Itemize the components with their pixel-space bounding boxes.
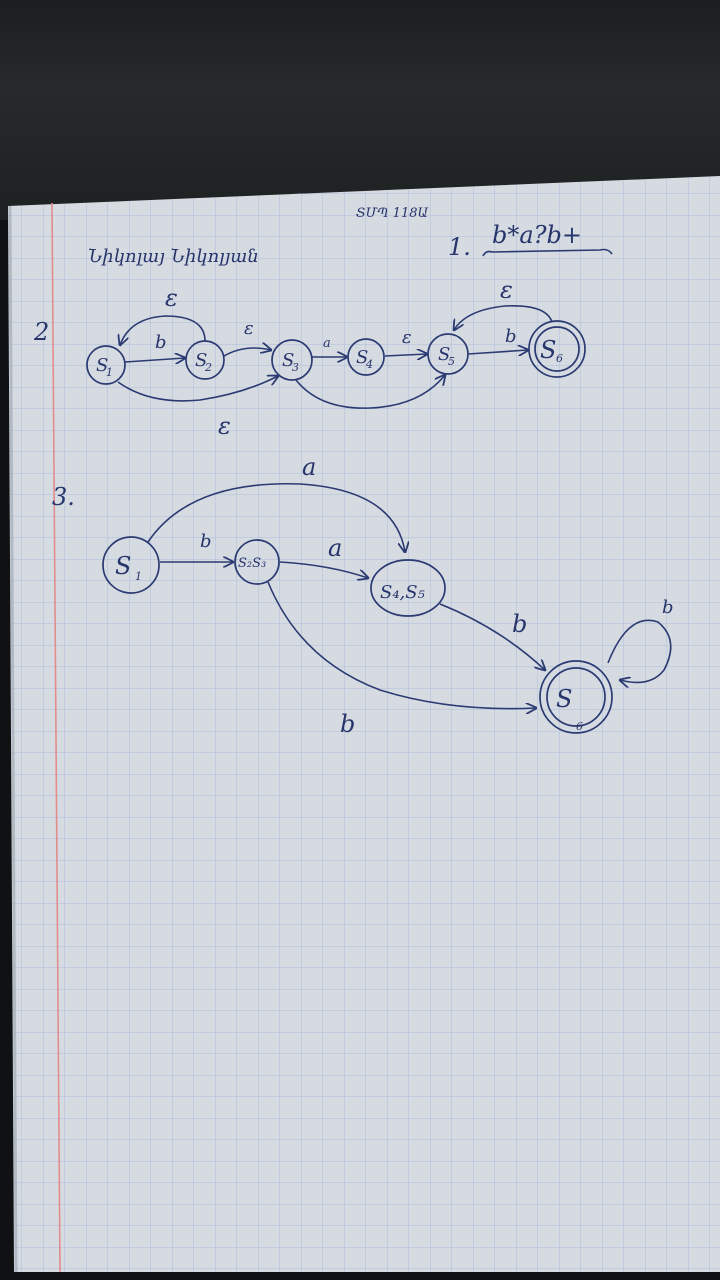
svg-text:S: S [356,347,368,368]
svg-text:6: 6 [576,720,583,733]
svg-text:3: 3 [292,361,299,374]
edge-s1-s2 [124,358,185,362]
dfa-state-s1: S 1 [102,536,160,594]
edge-label-s3-s4: a [323,336,331,351]
edge-label-s1-s45: a [302,453,316,481]
svg-text:S: S [282,350,294,371]
dfa-state-s2-s3: S₂S₃ [234,539,280,585]
author-name: Նիկոլայ Նիկոլյան [88,246,259,267]
edge-label-s5-s6: b [505,326,517,347]
edge-s2-s1 [120,315,206,345]
edge-label-s6-self: b [662,597,674,618]
svg-text:S₂S₃: S₂S₃ [238,556,266,571]
svg-text:4: 4 [365,358,373,371]
edge-s4-s5 [384,354,427,356]
diagram2-label: 2 [33,318,49,346]
edge-label-s45-s6: b [512,610,527,638]
svg-text:S: S [438,344,450,365]
svg-text:5: 5 [448,355,455,368]
edge-s3-s5-bypass [295,375,445,409]
nfa-state-s1: S 1 [86,345,126,385]
dfa-state-s6-final: S 6 [539,660,613,734]
edge-s2-s3 [223,348,271,357]
edge-label-s6-s5: ε [500,276,513,304]
edge-label-s1-s23: b [200,531,212,552]
svg-text:6: 6 [556,352,563,365]
svg-text:1: 1 [106,366,113,379]
edge-s6-s5 [454,305,553,330]
edge-label-s23-s6: b [340,710,355,738]
edge-s6-self-loop [607,619,672,682]
edge-s1-s45 [147,482,405,552]
svg-text:2: 2 [204,361,212,374]
svg-text:S: S [556,685,572,713]
svg-text:1: 1 [135,570,142,583]
edge-label-s23-s45: a [328,534,342,562]
edge-label-s2-s3: ε [244,318,254,339]
regex-underline [482,248,613,257]
regex-expression: b*a?b+ [492,221,582,249]
edge-s23-s45 [279,561,368,578]
edge-label-s4-s5: ε [402,327,412,348]
margin-line [51,202,61,1273]
nfa-diagram: S 1 S 2 S 3 S 4 S 5 S 6 [86,276,586,440]
edge-s45-s6 [439,603,545,670]
svg-text:S₄,S₅: S₄,S₅ [380,582,425,603]
task-number: 1. [448,233,471,261]
nfa-state-s3: S 3 [271,339,313,381]
page-edge-shadow [8,205,18,1273]
dfa-diagram: S 1 S₂S₃ S₄,S₅ S 6 a b a b b b [102,453,674,738]
svg-text:S: S [96,355,108,376]
edge-label-s1-s2: b [155,332,167,353]
dfa-state-s4-s5: S₄,S₅ [370,559,446,617]
svg-text:S: S [540,336,556,364]
diagram3-label: 3. [52,483,75,511]
svg-text:S: S [115,552,131,580]
group-label: ՏՄՊ 118Ա [356,206,428,221]
edge-s5-s6 [467,350,528,354]
edge-label-s2-s1: ε [165,284,178,312]
grid-lines [8,176,720,1272]
edge-s23-s6 [267,581,536,709]
edge-label-s1-s3: ε [218,412,231,440]
svg-text:S: S [195,350,207,371]
edge-s1-s3 [117,376,278,402]
